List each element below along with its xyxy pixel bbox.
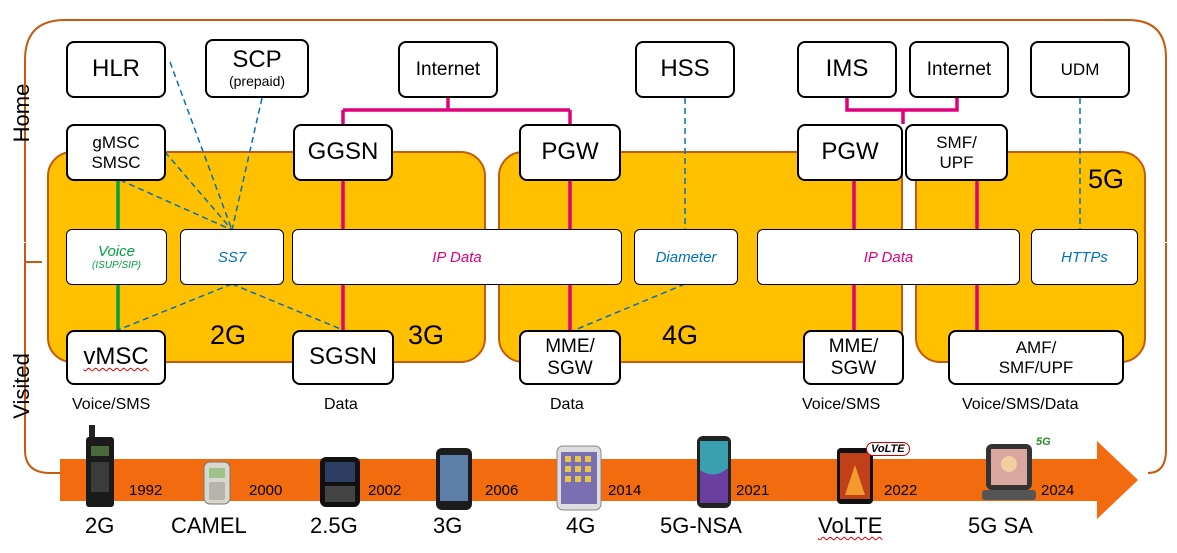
timeline-label-volte: VoLTE: [818, 513, 883, 538]
ims-node: IMS: [797, 41, 897, 98]
visited-zone-label: Visited: [9, 353, 34, 419]
service-label-vmsc: Voice/SMS: [72, 396, 151, 413]
diameter-interface: Diameter: [634, 229, 738, 285]
timeline-label-2-5g: 2.5G: [310, 513, 358, 538]
smf-upf-node: SMF/UPF: [905, 124, 1008, 181]
timeline-year-2014: 2014: [608, 482, 642, 499]
ggsn-node: GGSN: [293, 124, 393, 181]
timeline-label-5g-nsa: 5G-NSA: [660, 513, 742, 538]
ss7-interface: SS7: [180, 229, 284, 285]
timeline-year-2022: 2022: [884, 482, 918, 499]
service-label-sgsn: Data: [324, 396, 358, 413]
timeline-year-2024: 2024: [1041, 482, 1075, 499]
voice-interface: Voice(ISUP/SIP): [66, 229, 167, 285]
generation-5g-label: 5G: [1088, 164, 1125, 194]
signaling-links: [117, 61, 1081, 333]
visited-boundary: [24, 243, 1167, 474]
vmsc-node: vMSC: [66, 330, 166, 385]
pgw-node-volte: PGW: [797, 124, 903, 181]
nokia-phone-icon: [203, 461, 231, 505]
timeline-label-5g-sa: 5G SA: [968, 513, 1033, 538]
internet-node-3g: Internet: [398, 41, 498, 98]
timeline-label-2g: 2G: [85, 513, 115, 538]
mme-sgw-node-volte: MME/SGW: [803, 330, 904, 385]
scp-node: SCP(prepaid): [205, 39, 309, 98]
timeline-label-4g: 4G: [566, 513, 596, 538]
ip-links: [341, 98, 979, 332]
timeline-year-2002: 2002: [368, 482, 402, 499]
blackberry-phone-icon: [320, 457, 360, 507]
internet-node-5g: Internet: [909, 41, 1009, 98]
flip-phone-icon: [982, 444, 1036, 500]
timeline-label-camel: CAMEL: [171, 513, 247, 538]
ip-data-interface-2g-4g: IP Data: [292, 229, 622, 285]
https-interface: HTTPs: [1031, 229, 1138, 285]
ip-data-interface-volte-5g: IP Data: [757, 229, 1020, 285]
touch-phone-icon: [436, 448, 472, 510]
service-label-mme-volte: Voice/SMS: [802, 396, 881, 413]
volte-phone-icon: [837, 448, 873, 504]
hss-node: HSS: [635, 41, 735, 98]
brick-phone-icon: [86, 425, 114, 507]
amf-smf-upf-node: AMF/SMF/UPF: [948, 330, 1124, 385]
home-zone-label: Home: [9, 83, 34, 143]
pgw-node-4g: PGW: [519, 124, 621, 181]
timeline-year-2006: 2006: [485, 482, 519, 499]
galaxy-phone-icon: [697, 436, 731, 508]
5g-badge-icon: 5G: [1036, 436, 1051, 448]
generation-4g-label: 4G: [662, 320, 699, 350]
sgsn-node: SGSN: [292, 330, 394, 385]
service-label-mme-4g: Data: [550, 396, 584, 413]
timeline-year-1992: 1992: [129, 482, 163, 499]
hlr-node: HLR: [66, 41, 166, 98]
home-boundary: [24, 19, 1167, 242]
udm-node: UDM: [1030, 41, 1130, 98]
generation-3g-label: 3G: [408, 320, 445, 350]
service-label-amf: Voice/SMS/Data: [962, 396, 1079, 413]
timeline-year-2000: 2000: [249, 482, 283, 499]
mme-sgw-node-4g: MME/SGW: [519, 330, 621, 385]
timeline-label-3g: 3G: [433, 513, 463, 538]
timeline-year-2021: 2021: [736, 482, 770, 499]
generation-2g-label: 2G: [210, 320, 247, 350]
volte-badge-icon: VoLTE: [866, 442, 910, 456]
iphone-icon: [556, 445, 602, 511]
